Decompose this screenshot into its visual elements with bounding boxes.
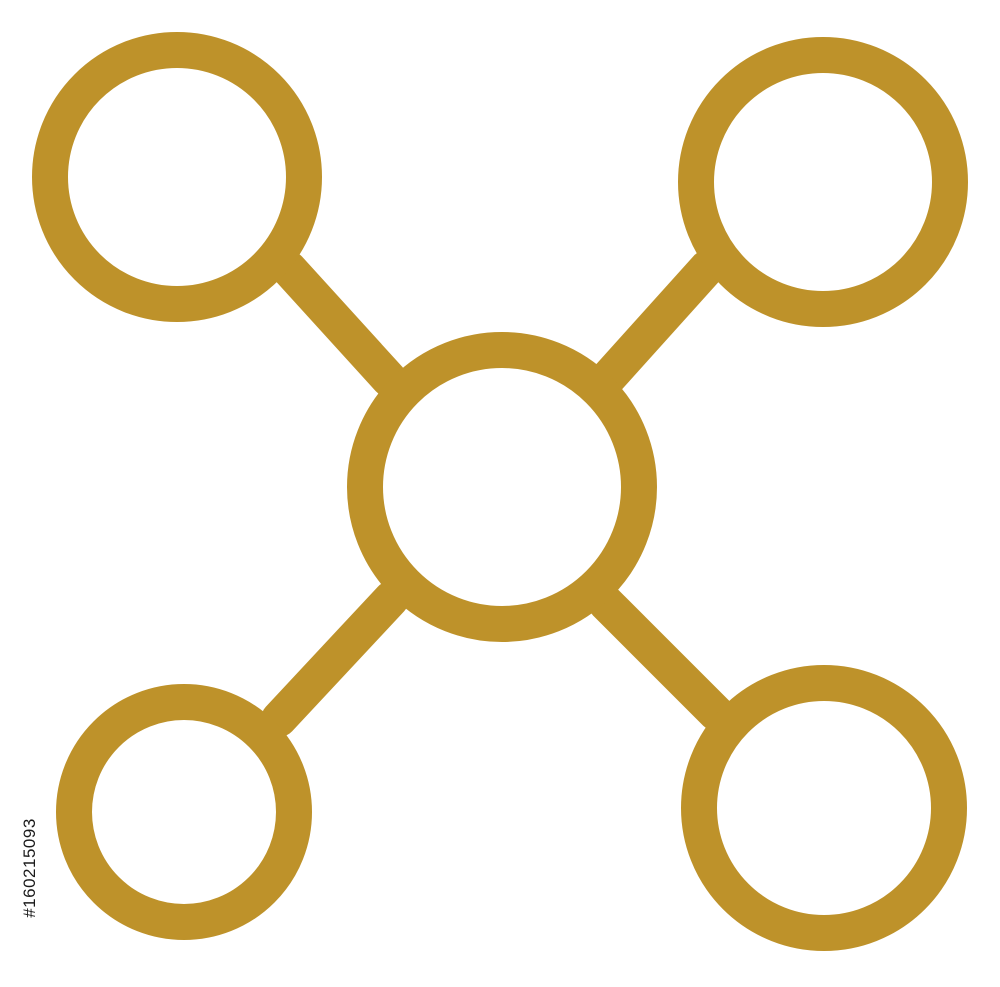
- connector-bottom-left: [261, 581, 409, 737]
- connector-bottom-right: [588, 585, 734, 731]
- node-center: [347, 332, 657, 642]
- node-top-right: [678, 37, 968, 327]
- node-top-left: [32, 32, 322, 322]
- stock-id-text: #160215093: [20, 818, 39, 918]
- connector-top-left: [271, 251, 407, 397]
- node-bottom-left: [56, 684, 312, 940]
- node-bottom-right: [681, 665, 967, 951]
- connector-top-right: [590, 250, 725, 396]
